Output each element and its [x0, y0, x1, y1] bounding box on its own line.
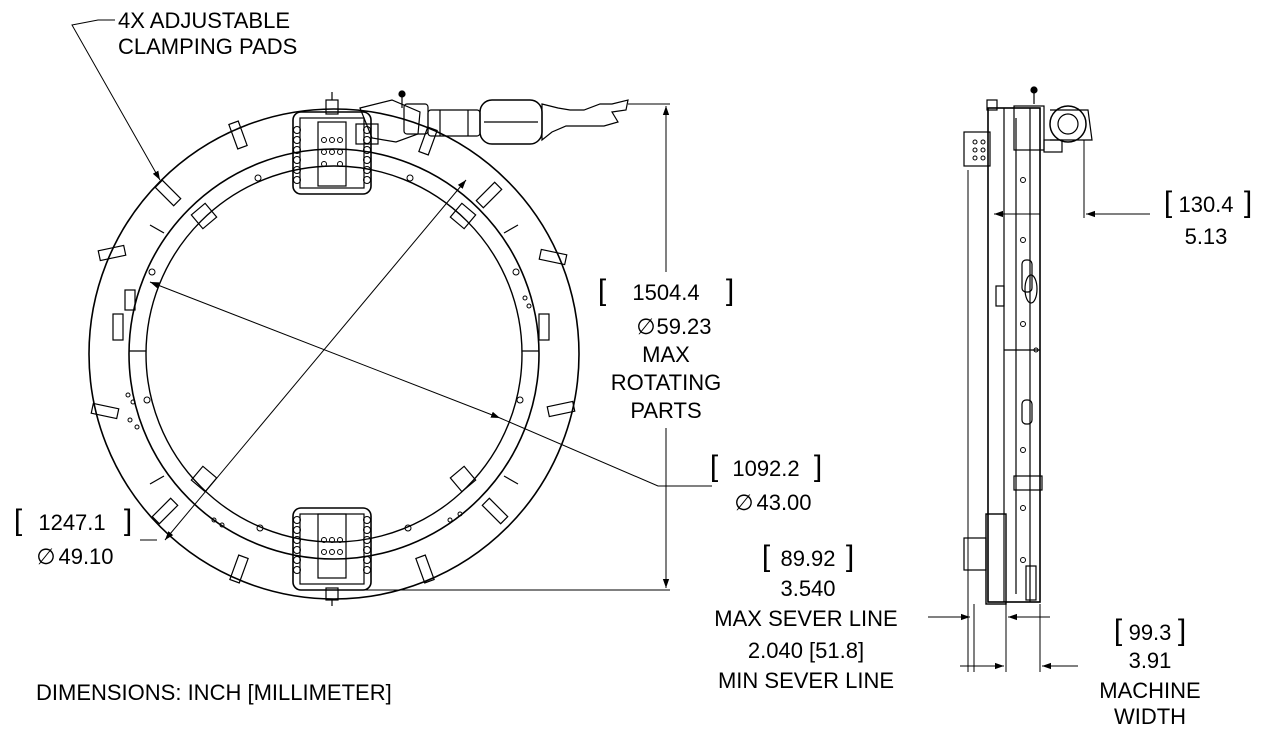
svg-text:[: [	[1164, 186, 1173, 219]
side-motor	[1043, 105, 1093, 153]
top-clamp-bolts	[293, 126, 371, 184]
svg-text:[: [	[14, 504, 23, 537]
svg-text:]: ]	[1178, 614, 1186, 647]
inner-blocks	[112, 202, 550, 493]
svg-text:MAX SEVER LINE: MAX SEVER LINE	[714, 606, 897, 631]
ring-diameter-inch: 49.10	[58, 544, 113, 569]
side-offset-label: [ 130.4 ] 5.13	[1164, 186, 1252, 249]
machine-width-mm: 99.3	[1129, 620, 1172, 645]
front-view	[88, 90, 629, 606]
max-sever-inch: 3.540	[780, 576, 835, 601]
clamping-pads-callout-line1: 4X ADJUSTABLE	[118, 8, 290, 33]
ring-diameter-label: [ 1247.1 ] ∅ 49.10	[14, 504, 132, 569]
inner-diameter-label: [ 1092.2 ] ∅ 43.00	[710, 450, 822, 515]
ring-diameter-mm: 1247.1	[38, 510, 105, 535]
inner-diameter-inch: 43.00	[756, 490, 811, 515]
svg-text:MAX: MAX	[642, 342, 690, 367]
inner-diameter-mm: 1092.2	[732, 456, 799, 481]
side-frame	[987, 107, 1041, 603]
svg-text:[: [	[710, 450, 719, 483]
inner-diameter-line	[149, 281, 501, 419]
side-offset-inch: 5.13	[1185, 224, 1228, 249]
svg-text:WIDTH: WIDTH	[1114, 704, 1186, 729]
max-rotating-label: [ 1504.4 ] ∅ 59.23 MAX ROTATING PARTS	[598, 274, 734, 423]
svg-text:MIN SEVER LINE: MIN SEVER LINE	[718, 668, 894, 693]
svg-text:]: ]	[124, 504, 132, 537]
side-dimensions	[928, 140, 1150, 672]
svg-text:PARTS: PARTS	[630, 398, 701, 423]
svg-text:]: ]	[814, 450, 822, 483]
svg-text:∅: ∅	[636, 314, 655, 339]
svg-text:∅: ∅	[734, 490, 753, 515]
max-rotating-inch: 59.23	[656, 314, 711, 339]
side-view	[963, 86, 1093, 605]
svg-text:[: [	[762, 540, 771, 573]
ring-holes	[125, 174, 532, 532]
svg-text:[: [	[1114, 614, 1123, 647]
drive-motor	[355, 90, 629, 145]
svg-text:MACHINE: MACHINE	[1099, 678, 1200, 703]
max-rotating-mm: 1504.4	[632, 280, 699, 305]
machine-width-inch: 3.91	[1129, 648, 1172, 673]
svg-text:∅: ∅	[36, 544, 55, 569]
front-dimensions	[71, 19, 712, 591]
max-sever-label: [ 89.92 ] 3.540 MAX SEVER LINE	[714, 540, 897, 631]
min-sever-label: 2.040 [51.8] MIN SEVER LINE	[718, 638, 894, 693]
svg-text:[: [	[598, 274, 607, 307]
svg-text:ROTATING: ROTATING	[611, 370, 721, 395]
svg-text:]: ]	[1244, 186, 1252, 219]
outer-ring-edge	[88, 108, 580, 600]
clamping-pads-callout-line2: CLAMPING PADS	[118, 34, 297, 59]
ring-joints	[129, 224, 539, 485]
svg-text:]: ]	[846, 540, 854, 573]
units-note: DIMENSIONS: INCH [MILLIMETER]	[36, 680, 392, 705]
inner-ring-edge	[128, 148, 540, 560]
svg-text:]: ]	[726, 274, 734, 307]
bottom-clamp-bolts	[293, 516, 371, 574]
min-sever-value: 2.040 [51.8]	[748, 638, 864, 663]
ring-diameter-line	[164, 179, 467, 541]
side-offset-mm: 130.4	[1178, 192, 1233, 217]
clamping-pads-leader	[71, 19, 161, 181]
max-sever-mm: 89.92	[780, 546, 835, 571]
machine-width-label: [ 99.3 ] 3.91 MACHINE WIDTH	[1099, 614, 1200, 729]
